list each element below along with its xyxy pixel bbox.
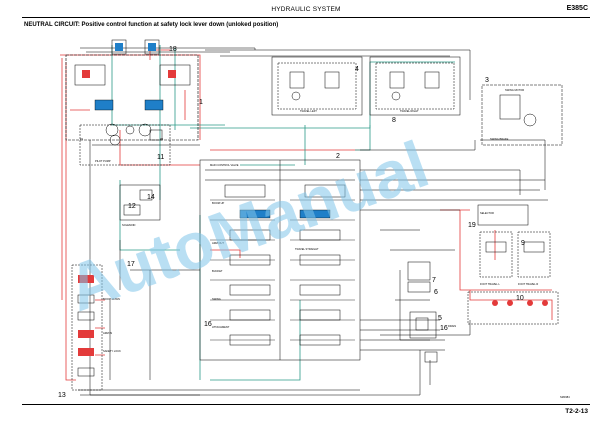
callout-18: 18 bbox=[169, 46, 177, 53]
callout-numbers: 18 1 4 3 11 2 14 12 17 19 9 10 7 6 5 16 … bbox=[58, 46, 525, 399]
swing-brake-label: SWING BRAKE bbox=[490, 137, 509, 141]
callout-11: 11 bbox=[157, 154, 164, 161]
foot-pedal-blocks: FOOT TRAVEL L FOOT TRAVEL R SELECTOR bbox=[467, 204, 559, 325]
foot-travel-l-label: FOOT TRAVEL L bbox=[480, 282, 500, 286]
swing-label: SWING bbox=[212, 297, 221, 301]
travel-motor-blocks: TRAVEL LEFT TRAVEL RIGHT bbox=[271, 56, 461, 116]
callout-16-left: 16 bbox=[204, 321, 212, 328]
boom-down-label: BOOM DOWN bbox=[103, 297, 120, 301]
drain-label: DRAIN bbox=[448, 324, 456, 328]
boom-up-label: BOOM UP bbox=[212, 201, 225, 205]
travel-left-label: TRAVEL LEFT bbox=[300, 109, 317, 113]
swing-motor-label: SWING MOTOR bbox=[505, 88, 524, 92]
callout-9: 9 bbox=[521, 240, 525, 247]
attachment-label: ATTACHMENT bbox=[212, 325, 230, 329]
callout-1: 1 bbox=[199, 99, 203, 106]
callout-16-right: 16 bbox=[440, 325, 448, 332]
section-title: HYDRAULIC SYSTEM bbox=[271, 6, 341, 13]
watermark: AutoManual bbox=[57, 126, 437, 325]
callout-7: 7 bbox=[432, 277, 436, 284]
callout-2: 2 bbox=[336, 153, 340, 160]
solenoid-valve-block: SOLENOID bbox=[119, 184, 161, 227]
reference-code: SM0384 bbox=[560, 395, 570, 399]
pilot-valve-column: BOOM DOWN ARM IN SAFETY LOCK bbox=[71, 264, 121, 391]
model-code: E385C bbox=[566, 5, 588, 12]
solenoid-label: SOLENOID bbox=[122, 223, 136, 227]
travel-straight-label: TRAVEL STRAIGHT bbox=[295, 247, 319, 251]
footer-divider bbox=[22, 404, 590, 405]
selector-label: SELECTOR bbox=[480, 211, 494, 215]
callout-10: 10 bbox=[516, 295, 524, 302]
travel-right-label: TRAVEL RIGHT bbox=[400, 109, 419, 113]
callout-4: 4 bbox=[355, 66, 359, 73]
main-control-valve-label: MAIN CONTROL VALVE bbox=[210, 163, 239, 167]
arm-out-label: ARM OUT bbox=[212, 241, 224, 245]
bucket-label: BUCKET bbox=[212, 269, 223, 273]
pilot-pump-label: PILOT PUMP bbox=[95, 159, 111, 163]
header-divider bbox=[22, 17, 590, 18]
swing-motor-block: SWING MOTOR SWING BRAKE bbox=[481, 84, 563, 146]
callout-6: 6 bbox=[434, 289, 438, 296]
callout-13: 13 bbox=[58, 392, 66, 399]
callout-5: 5 bbox=[438, 315, 442, 322]
callout-3: 3 bbox=[485, 77, 489, 84]
pilot-pump: PILOT PUMP bbox=[79, 124, 171, 166]
callout-8: 8 bbox=[392, 117, 396, 124]
diagram-title: NEUTRAL CIRCUIT: Positive control functi… bbox=[24, 22, 279, 28]
page-number: T2-2-13 bbox=[565, 408, 588, 415]
arm-in-label: ARM IN bbox=[103, 331, 112, 335]
p1-label: P1 bbox=[80, 137, 84, 141]
main-control-valve: MAIN CONTROL VALVE BOOM UP ARM OUT BUCKE… bbox=[210, 163, 346, 346]
callout-14: 14 bbox=[147, 194, 155, 201]
accessory-valves: DRAIN bbox=[407, 261, 456, 363]
callout-17: 17 bbox=[127, 261, 135, 268]
callout-12: 12 bbox=[128, 203, 136, 210]
foot-travel-r-label: FOOT TRAVEL R bbox=[518, 282, 538, 286]
safety-lock-label: SAFETY LOCK bbox=[103, 349, 121, 353]
callout-19: 19 bbox=[468, 222, 476, 229]
circuit-lines bbox=[78, 47, 548, 396]
